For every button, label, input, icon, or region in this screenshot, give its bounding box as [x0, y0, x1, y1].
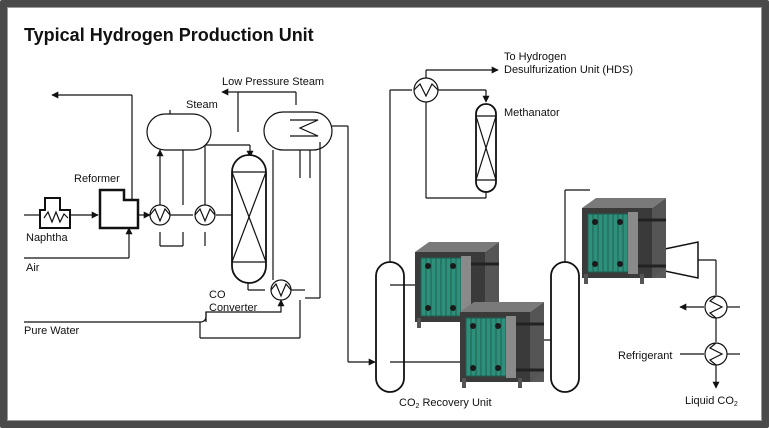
heat-exchanger-icon [413, 77, 439, 103]
label-co-converter-line2: Converter [209, 302, 258, 314]
label-liquid-co2: Liquid CO2 [685, 395, 738, 411]
page-title: Typical Hydrogen Production Unit [24, 25, 314, 45]
heat-exchanger-icon [149, 204, 171, 226]
label-co2-recovery-unit: CO2 Recovery Unit [399, 397, 492, 413]
plate-heat-exchanger-icon [458, 300, 546, 390]
co-converter [231, 154, 267, 284]
co2-regenerator-vessel [550, 261, 580, 393]
label-low-pressure-steam: Low Pressure Steam [222, 76, 325, 88]
label-co2-recovery-pre: CO [399, 397, 416, 409]
label-co2-recovery-post: Recovery Unit [419, 397, 492, 409]
steam-export-line [51, 91, 133, 200]
label-co2-recovery-sub: 2 [415, 403, 420, 410]
plate-heat-exchanger-icon [580, 196, 668, 286]
process-gas-line [332, 125, 376, 366]
heat-exchanger-icon [194, 204, 216, 226]
reformer [98, 188, 140, 230]
label-to-hydrogen-line2: Desulfurization Unit (HDS) [504, 64, 633, 76]
heat-exchanger-icon [704, 295, 728, 319]
label-liquid-co2-sub: 2 [733, 401, 738, 408]
fired-heater-icon [39, 197, 71, 229]
label-liquid-co2-pre: Liquid CO [685, 395, 734, 407]
pure-water-line [24, 299, 301, 339]
co2-absorber-vessel [375, 261, 405, 393]
low-pressure-steam-line [221, 88, 297, 132]
label-pure-water: Pure Water [24, 325, 80, 337]
label-to-hydrogen-line1: To Hydrogen [504, 51, 567, 63]
label-methanator: Methanator [504, 107, 560, 119]
refrigerant-line [679, 303, 740, 355]
steam-generator-drum [263, 111, 333, 151]
label-co-converter: CO Converter [209, 289, 257, 315]
label-reformer: Reformer [74, 173, 120, 185]
steam-drum [146, 113, 212, 151]
steam-drum-connections [156, 149, 206, 247]
label-steam: Steam [186, 99, 218, 111]
heat-exchanger-icon [270, 279, 292, 301]
label-co-converter-line1: CO [209, 289, 226, 301]
label-naphtha: Naphtha [26, 232, 68, 244]
label-refrigerant: Refrigerant [618, 350, 673, 362]
label-air: Air [26, 262, 40, 274]
methanator [475, 103, 497, 193]
label-to-hydrogen: To Hydrogen Desulfurization Unit (HDS) [504, 51, 633, 77]
heat-exchanger-icon [704, 342, 728, 366]
